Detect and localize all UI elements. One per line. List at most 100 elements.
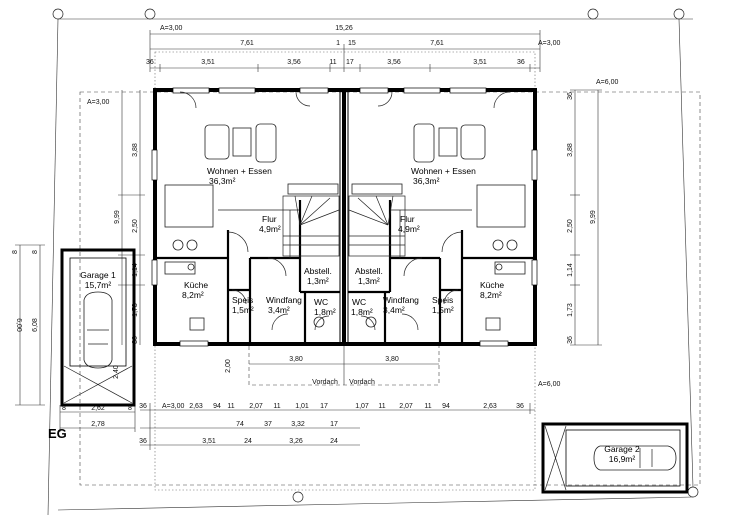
- left-unit-interior: [155, 91, 340, 344]
- dim-bottom-2: 94: [213, 403, 221, 410]
- dim-bottom-13: 2,63: [483, 403, 497, 410]
- dim-garage-side-8a: 8: [62, 405, 66, 412]
- dim-garage-width: 2,62: [91, 405, 105, 412]
- dim-garage-depth: 6,08: [32, 318, 39, 332]
- dim-bottom-10: 2,07: [399, 403, 413, 410]
- dim-bottom3-1: 3,51: [202, 438, 216, 445]
- dim-top-4: 17: [346, 59, 354, 66]
- dim-vordach-depth: 2,00: [225, 359, 232, 373]
- dim-bottom3-2: 24: [244, 438, 252, 445]
- room-speis-right-area: 1,5m²: [432, 305, 454, 315]
- car-icon: [83, 291, 113, 369]
- dim-bottom3-3: 3,26: [289, 438, 303, 445]
- dim-right-2: 2,50: [567, 219, 574, 233]
- room-abstell-left-area: 1,3m²: [307, 276, 329, 286]
- room-labels-right: Wohnen + Essen 36,3m² Flur 4,9m² Küche 8…: [351, 166, 504, 317]
- garage1-dimensions: 8 8 6,00 6,08 2,40 8 8 2,62 2,78: [12, 244, 136, 432]
- dim-bottom-9: 11: [378, 403, 385, 410]
- dim-right-1: 3,88: [567, 143, 574, 157]
- room-speis-left: Speis: [232, 295, 253, 305]
- sofa-icon: [413, 123, 435, 163]
- dim-right-3: 1,14: [567, 263, 574, 277]
- dim-bottom-14: 36: [516, 403, 524, 410]
- sink-icon: [485, 317, 501, 331]
- dim-top-2: 3,56: [287, 59, 301, 66]
- dim-left-total: 9,99: [114, 210, 121, 224]
- dim-vordach-right: 3,80: [385, 356, 399, 363]
- toilet-icon: [313, 316, 325, 328]
- dim-bottom2-3: 17: [330, 421, 338, 428]
- dim-half-left: 7,61: [240, 40, 254, 47]
- room-wc-left: WC: [314, 297, 328, 307]
- building-walls: [151, 87, 538, 347]
- survey-markers: [47, 8, 699, 516]
- room-kueche-left: Küche: [184, 280, 208, 290]
- furniture-left: [164, 123, 339, 331]
- car-icon: [593, 445, 677, 471]
- room-windfang-right-area: 3,4m²: [383, 305, 405, 315]
- left-dimensions: A=3,00 3,88 2,50 1,14 1,73 36 9,99: [87, 90, 145, 345]
- dining-table-icon: [164, 184, 214, 228]
- dim-bottom-12: 94: [442, 403, 450, 410]
- dim-setback-top-right: A=3,00: [538, 40, 560, 47]
- room-windfang-left: Windfang: [266, 295, 302, 305]
- right-unit-interior: [348, 91, 535, 344]
- dim-bottom-5: 11: [273, 403, 280, 410]
- room-kueche-right-area: 8,2m²: [480, 290, 502, 300]
- dim-setback-right: A=6,00: [596, 79, 618, 86]
- room-kueche-left-area: 8,2m²: [182, 290, 204, 300]
- furniture-right: [351, 123, 526, 331]
- dim-bottom-4: 2,07: [249, 403, 263, 410]
- dim-right-total: 9,99: [590, 210, 597, 224]
- sofa-icon: [255, 123, 277, 163]
- dim-vordach-left: 3,80: [289, 356, 303, 363]
- dim-left-1: 2,50: [132, 219, 139, 233]
- room-wc-right-area: 1,8m²: [351, 307, 373, 317]
- stairs-right: [348, 195, 406, 257]
- room-speis-right: Speis: [432, 295, 453, 305]
- dim-garage-small-a: 8: [12, 250, 19, 254]
- dim-bottom3-4: 24: [330, 438, 338, 445]
- room-flur-left-area: 4,9m²: [259, 224, 281, 234]
- dim-right-5: 36: [567, 336, 574, 344]
- dim-garage-depth-b: 6,00: [15, 318, 22, 332]
- stairs-left: [282, 195, 340, 257]
- dining-table-icon: [476, 184, 526, 228]
- toilet-icon: [365, 316, 377, 328]
- dim-garage-side-8b: 8: [128, 405, 132, 412]
- dim-bottom-1: 2,63: [189, 403, 203, 410]
- vordach: 3,80 3,80 2,00 Vordach Vordach: [225, 344, 440, 386]
- dim-bottom-8: 1,07: [355, 403, 369, 410]
- room-wc-right: WC: [352, 297, 366, 307]
- dim-center-joint: 15: [348, 40, 356, 47]
- armchair-icon: [204, 124, 230, 160]
- room-windfang-left-area: 3,4m²: [268, 305, 290, 315]
- dim-top-1: 3,51: [201, 59, 215, 66]
- dim-left-0: 3,88: [132, 143, 139, 157]
- dim-right-4: 1,73: [567, 303, 574, 317]
- stove-icon: [494, 261, 526, 275]
- armchair-icon: [460, 124, 486, 160]
- room-windfang-right: Windfang: [383, 295, 419, 305]
- room-abstell-right-area: 1,3m²: [358, 276, 380, 286]
- dim-half-right: 7,61: [430, 40, 444, 47]
- bottom-dimensions: A=3,00 36 2,63 94 11 2,07 11 1,01 17 1,0…: [139, 403, 535, 450]
- garage-1: Garage 1 15,7m²: [60, 248, 136, 407]
- room-flur-left: Flur: [262, 214, 277, 224]
- dim-garage-width-b: 2,78: [91, 421, 105, 428]
- dim-center-side: 1: [336, 40, 340, 47]
- garage2-label: Garage 2: [604, 444, 640, 454]
- dim-top-6: 3,51: [473, 59, 487, 66]
- room-speis-left-area: 1,5m²: [232, 305, 254, 315]
- dim-bottom-3: 11: [227, 403, 234, 410]
- dim-top-0: 36: [146, 59, 154, 66]
- dim-garage-small-b: 8: [32, 250, 39, 254]
- room-flur-right: Flur: [400, 214, 415, 224]
- dim-total-width: 15,26: [335, 25, 353, 32]
- garage2-area: 16,9m²: [609, 454, 636, 464]
- garage-2: Garage 2 16,9m²: [541, 422, 689, 494]
- top-dimensions: 15,26 A=3,00 A=3,00 7,61 1 15 7,61 36 3,…: [146, 25, 560, 72]
- right-dimensions: A=6,00 36 3,88 2,50 1,14 1,73 36 9,99 A=…: [538, 79, 618, 388]
- dim-bottom3-0: 36: [139, 438, 147, 445]
